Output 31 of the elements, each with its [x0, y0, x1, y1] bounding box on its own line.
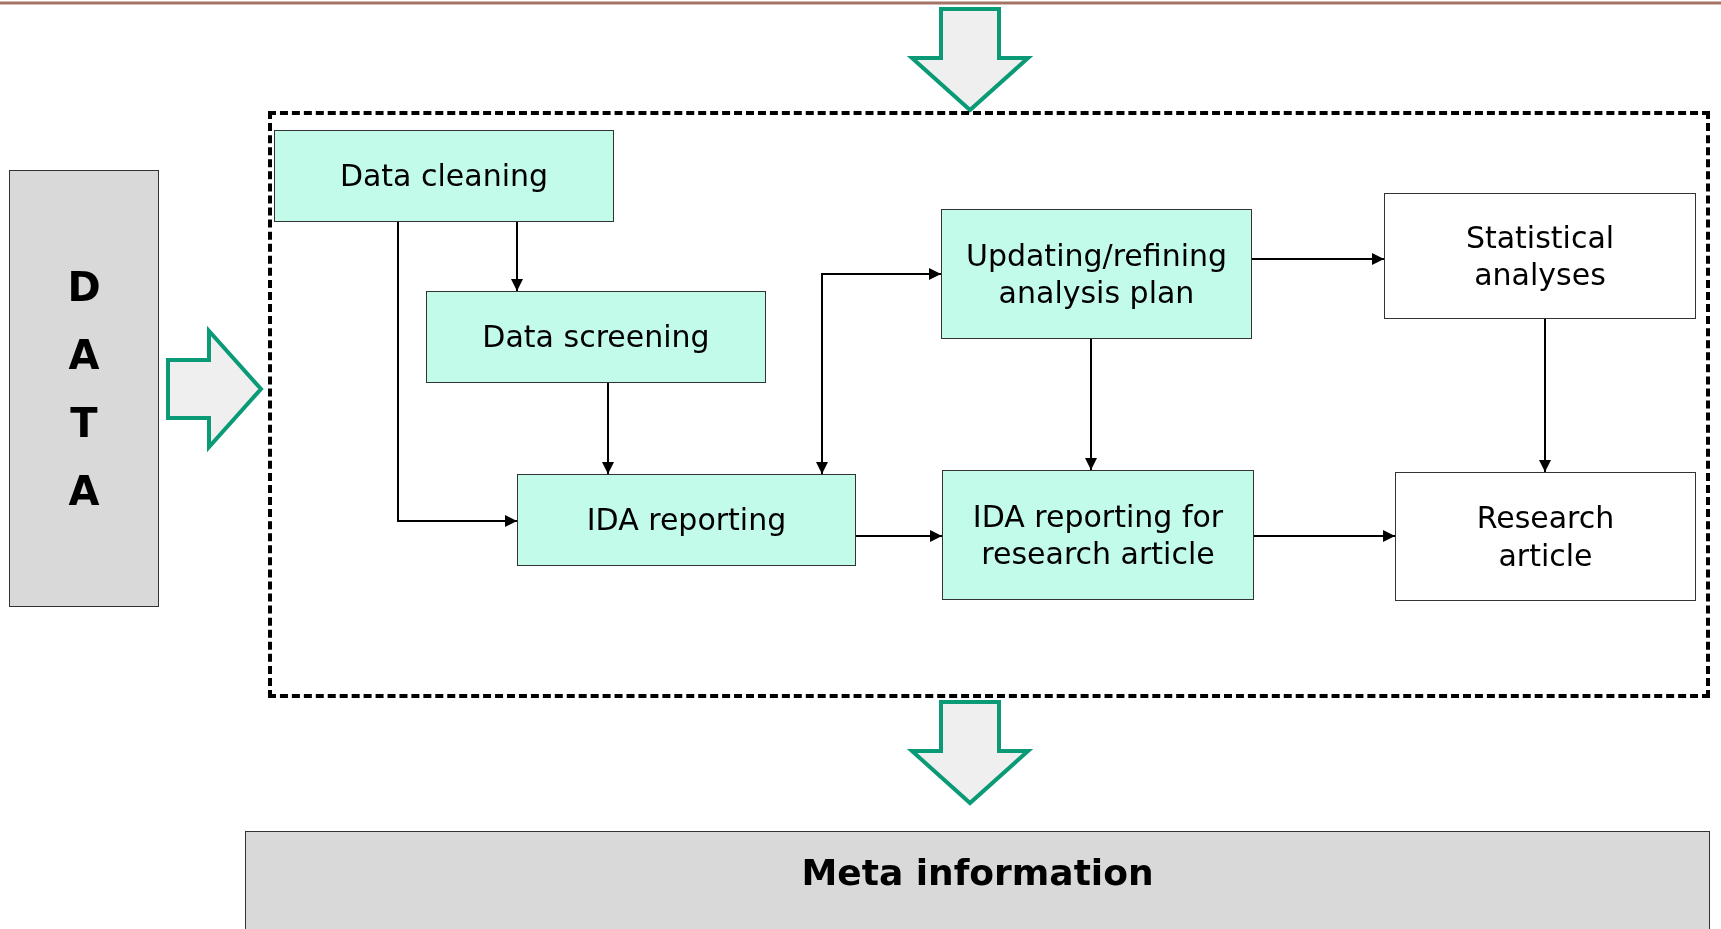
box-label: IDA reporting for research article: [971, 497, 1225, 573]
box-label: Data screening: [482, 318, 710, 356]
box-label: IDA reporting: [586, 501, 787, 539]
arrow: [816, 268, 942, 475]
box-label: Statistical analyses: [1464, 218, 1616, 294]
box-label: Data cleaning: [339, 157, 549, 195]
arrow: [602, 382, 614, 475]
arrow: [855, 530, 943, 542]
process-box: [1395, 472, 1696, 601]
arrow: [511, 221, 523, 292]
arrow: [397, 221, 518, 527]
arrow: [1251, 253, 1385, 265]
arrow: [1085, 338, 1097, 471]
arrow: [1253, 530, 1396, 542]
box-label: Research article: [1475, 499, 1616, 574]
box-label: Meta information: [801, 851, 1154, 895]
arrow: [1539, 318, 1551, 473]
vertical-label: DATA: [66, 262, 102, 516]
block-arrow: [166, 325, 264, 453]
dashed-group-frame: [268, 111, 1710, 698]
process-box: [517, 474, 856, 566]
block-arrow: [906, 700, 1034, 806]
block-arrow: [906, 7, 1034, 113]
output-band: [245, 831, 1710, 929]
process-box: [274, 130, 614, 222]
data-source-box: [9, 170, 159, 607]
process-box: [941, 209, 1252, 339]
process-box: [1384, 193, 1696, 319]
box-label: Updating/refining analysis plan: [964, 236, 1229, 312]
process-box: [942, 470, 1254, 600]
process-box: [426, 291, 766, 383]
